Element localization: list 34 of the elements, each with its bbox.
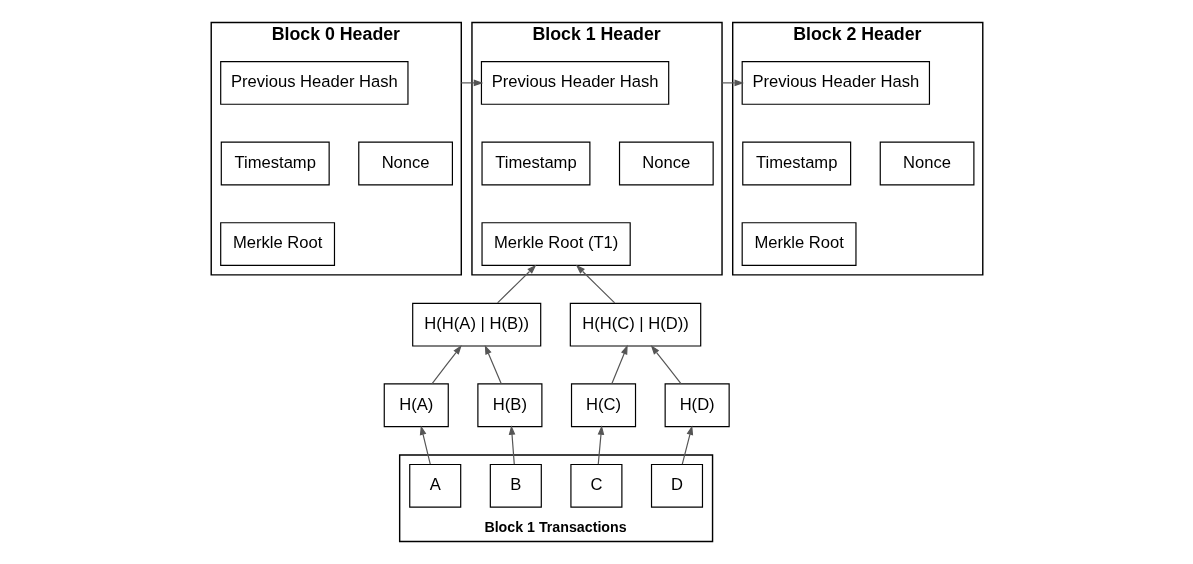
arrow — [681, 425, 693, 465]
node-box: H(B) — [476, 383, 542, 428]
arrow — [460, 79, 483, 87]
node-box: C — [569, 463, 622, 508]
arrow — [575, 264, 615, 304]
node-box: Nonce — [357, 141, 453, 186]
node-box: Previous Header Hash — [741, 60, 930, 105]
node-box: H(A) — [383, 383, 449, 428]
node-box: Nonce — [618, 141, 714, 186]
node-box: D — [650, 463, 703, 508]
arrow — [431, 345, 462, 385]
arrow — [720, 79, 744, 87]
arrow — [419, 425, 431, 465]
arrow — [496, 264, 536, 304]
node-box: Previous Header Hash — [480, 60, 669, 105]
node-box: Timestamp — [480, 141, 590, 186]
node-box: Merkle Root (T1) — [480, 222, 631, 266]
node-box: H(D) — [664, 383, 730, 428]
arrow — [597, 425, 604, 465]
node-box: Merkle Root — [741, 222, 857, 266]
node-box: H(H(A) | H(B)) — [411, 302, 541, 347]
node-box: B — [489, 463, 542, 508]
arrow — [650, 345, 682, 385]
node-box: Timestamp — [741, 141, 851, 186]
node-box: Previous Header Hash — [219, 60, 409, 105]
node-box: A — [408, 463, 461, 508]
arrow — [484, 344, 502, 385]
node-box: Timestamp — [220, 141, 330, 186]
node-box: Nonce — [879, 141, 974, 186]
node-box: H(H(C) | H(D)) — [569, 302, 701, 347]
node-box: Merkle Root — [219, 222, 335, 266]
node-box: H(C) — [570, 383, 636, 428]
arrow — [610, 344, 628, 385]
arrow — [508, 425, 515, 465]
